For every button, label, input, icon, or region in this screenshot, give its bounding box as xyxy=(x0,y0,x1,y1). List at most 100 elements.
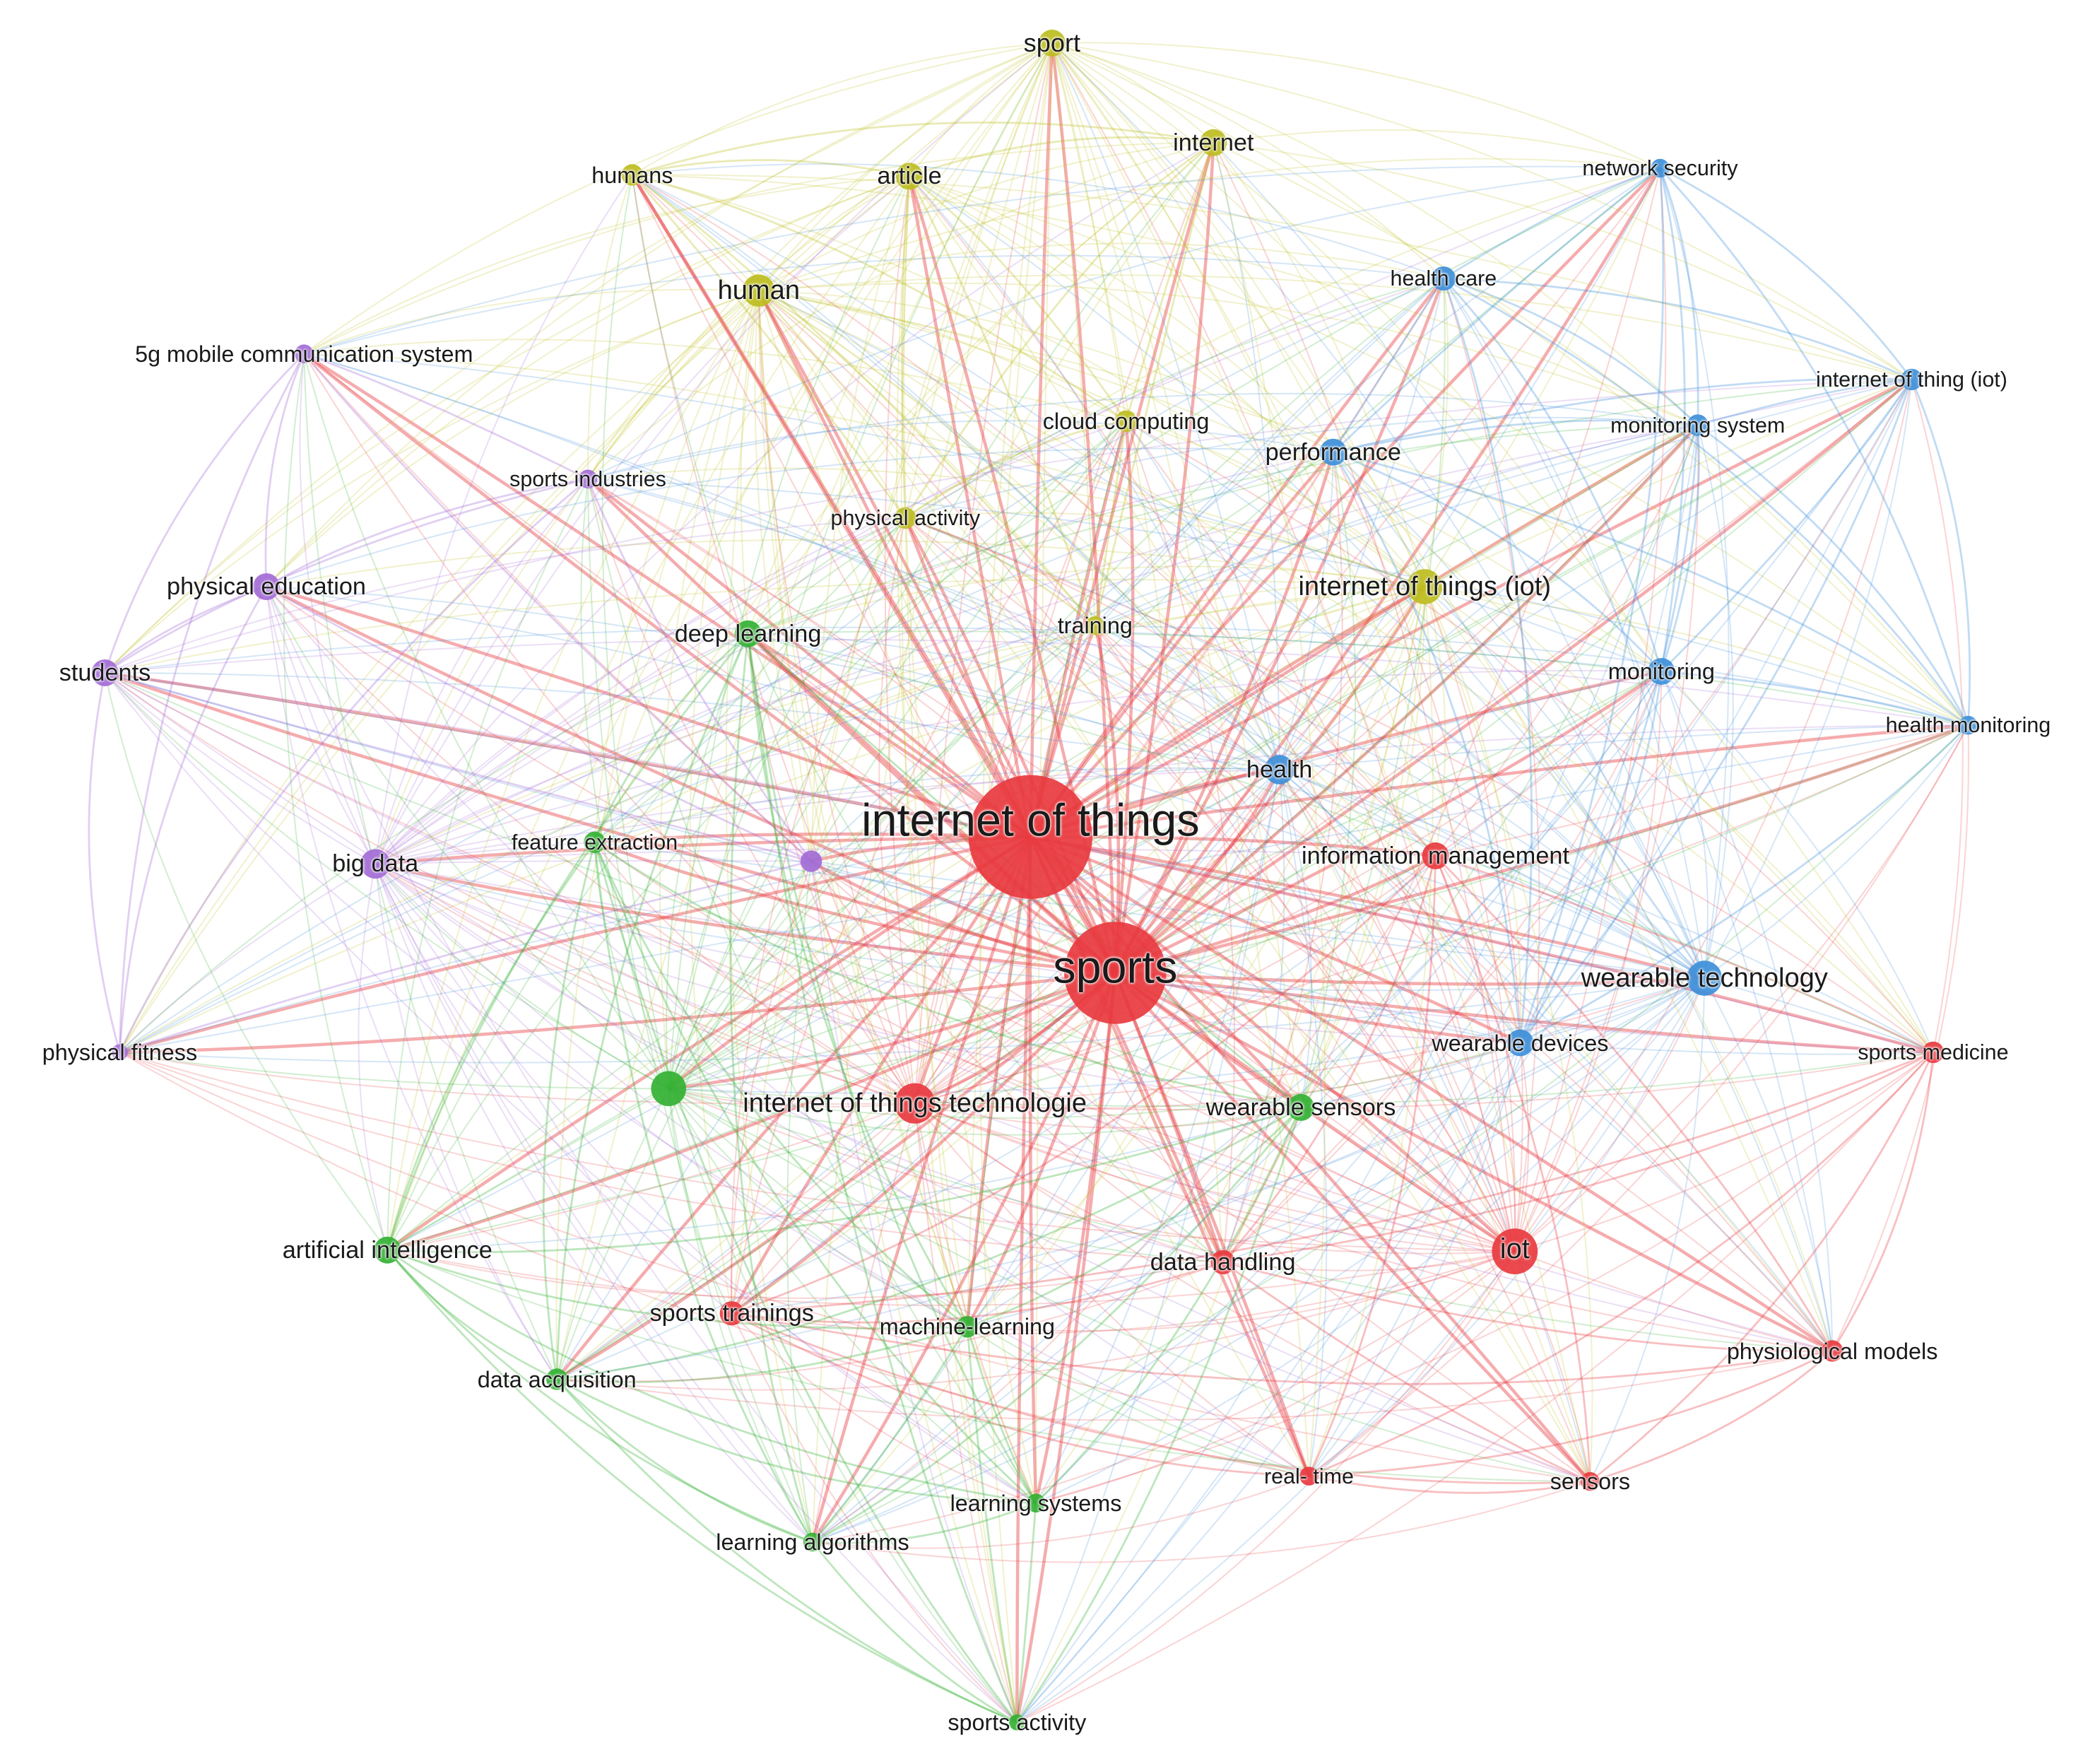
node-label-sports-trainings[interactable]: sports trainings xyxy=(649,1300,814,1327)
node-label-monitoring[interactable]: monitoring xyxy=(1608,658,1715,684)
node-label-wearable-tech[interactable]: wearable technology xyxy=(1581,963,1828,994)
node-cloud-computing[interactable] xyxy=(1115,410,1137,433)
node-deep-learning[interactable] xyxy=(734,620,762,647)
node-wearable-tech[interactable] xyxy=(1687,960,1723,996)
node-label-iot-paren[interactable]: internet of things (iot) xyxy=(1298,572,1552,602)
node-purple-small[interactable] xyxy=(800,850,822,872)
node-training[interactable] xyxy=(1085,616,1105,635)
edge-iot_tech-5g xyxy=(303,353,916,1104)
node-label-humans[interactable]: humans xyxy=(591,162,673,188)
node-label-feature-extraction[interactable]: feature extraction xyxy=(511,830,678,854)
node-label-students[interactable]: students xyxy=(59,659,151,686)
node-label-monitoring-system[interactable]: monitoring system xyxy=(1610,413,1786,437)
node-health[interactable] xyxy=(1264,755,1294,785)
node-wearable-devices[interactable] xyxy=(1506,1029,1534,1057)
node-iot-short[interactable] xyxy=(1492,1228,1538,1274)
node-article[interactable] xyxy=(896,163,923,190)
node-label-iot-iot[interactable]: internet of thing (iot) xyxy=(1816,367,2007,392)
node-label-health-care[interactable]: health care xyxy=(1390,266,1497,290)
node-humans[interactable] xyxy=(621,164,643,186)
node-machine-learning[interactable] xyxy=(956,1316,979,1338)
node-sports-trainings[interactable] xyxy=(719,1301,744,1326)
node-physical-activity[interactable] xyxy=(895,507,916,529)
node-label-sports[interactable]: sports xyxy=(1053,941,1178,993)
edge-wearable_tech-purple_small xyxy=(810,860,1705,980)
node-performance[interactable] xyxy=(1319,438,1347,466)
node-label-health[interactable]: health xyxy=(1246,756,1313,783)
node-learning-systems[interactable] xyxy=(1026,1493,1046,1512)
node-label-internet[interactable]: internet xyxy=(1173,129,1254,156)
node-iot-iot[interactable] xyxy=(1901,368,1923,391)
node-iot-paren[interactable] xyxy=(1407,569,1442,604)
node-sensors[interactable] xyxy=(1581,1471,1600,1491)
node-label-sports-industries[interactable]: sports industries xyxy=(509,466,666,491)
node-sports-industries[interactable] xyxy=(578,469,598,489)
node-label-sports-activity[interactable]: sports activity xyxy=(948,1709,1087,1735)
node-students[interactable] xyxy=(91,659,119,686)
node-label-wearable-devices[interactable]: wearable devices xyxy=(1432,1030,1609,1056)
node-label-sport[interactable]: sport xyxy=(1023,28,1081,57)
node-label-big-data[interactable]: big data xyxy=(332,850,419,878)
node-label-5g[interactable]: 5g mobile communication system xyxy=(135,341,473,367)
node-label-physiological[interactable]: physiological models xyxy=(1726,1338,1938,1364)
node-wearable-sensors[interactable] xyxy=(1287,1093,1315,1121)
node-label-performance[interactable]: performance xyxy=(1265,438,1401,466)
node-label-sports-medicine[interactable]: sports medicine xyxy=(1858,1040,2009,1064)
node-learning-algorithms[interactable] xyxy=(803,1532,822,1552)
node-label-deep-learning[interactable]: deep learning xyxy=(674,620,822,647)
node-feature-extraction[interactable] xyxy=(584,831,606,854)
node-label-article[interactable]: article xyxy=(877,163,942,190)
edge-feature_extraction-network_security xyxy=(594,168,1660,843)
node-monitoring-system[interactable] xyxy=(1687,414,1709,436)
node-internet[interactable] xyxy=(1200,129,1227,156)
node-health-care[interactable] xyxy=(1431,266,1456,291)
node-physiological[interactable] xyxy=(1821,1340,1844,1362)
node-label-real-time[interactable]: real- time xyxy=(1264,1464,1354,1488)
node-sport[interactable] xyxy=(1038,29,1066,57)
node-sports-medicine[interactable] xyxy=(1922,1041,1945,1064)
node-label-learning-systems[interactable]: learning systems xyxy=(950,1490,1122,1516)
node-label-ai[interactable]: artificial intelligence xyxy=(282,1236,492,1264)
node-iot-tech[interactable] xyxy=(895,1083,936,1124)
node-label-physical-activity[interactable]: physical activity xyxy=(830,505,981,530)
edge-iot_paren-health_care xyxy=(1424,278,1449,587)
node-label-physical-education[interactable]: physical education xyxy=(167,572,366,600)
node-label-human[interactable]: human xyxy=(717,276,800,306)
node-label-machine-learning[interactable]: machine-learning xyxy=(879,1314,1056,1340)
node-iot-main[interactable] xyxy=(968,775,1092,899)
node-green-hub[interactable] xyxy=(651,1071,686,1107)
node-label-info-mgmt[interactable]: information management xyxy=(1301,842,1569,869)
node-label-wearable-sensors[interactable]: wearable sensors xyxy=(1205,1093,1396,1121)
node-big-data[interactable] xyxy=(360,849,391,879)
edge-physiological-health_care xyxy=(1443,278,1834,1351)
node-ai[interactable] xyxy=(374,1236,401,1264)
node-label-data-acq[interactable]: data acquisition xyxy=(477,1366,637,1392)
node-human[interactable] xyxy=(743,274,775,307)
node-label-iot-main[interactable]: internet of things xyxy=(861,794,1200,847)
edge-students-physical_fitness xyxy=(88,672,121,1053)
node-real-time[interactable] xyxy=(1299,1467,1319,1486)
node-data-acq[interactable] xyxy=(546,1368,568,1390)
node-sports[interactable] xyxy=(1064,922,1167,1024)
node-physical-fitness[interactable] xyxy=(112,1044,128,1061)
node-label-iot-tech[interactable]: internet of things technologie xyxy=(743,1088,1087,1119)
edge-human-training xyxy=(758,290,1096,626)
node-label-physical-fitness[interactable]: physical fitness xyxy=(42,1039,198,1065)
node-label-learning-algorithms[interactable]: learning algorithms xyxy=(716,1529,909,1555)
node-sports-activity[interactable] xyxy=(1009,1714,1025,1731)
node-label-network-security[interactable]: network security xyxy=(1582,155,1738,180)
node-monitoring[interactable] xyxy=(1648,658,1675,685)
node-label-cloud-computing[interactable]: cloud computing xyxy=(1042,408,1210,434)
node-label-sensors[interactable]: sensors xyxy=(1550,1469,1631,1495)
node-label-data-handling[interactable]: data handling xyxy=(1150,1248,1296,1276)
node-label-training[interactable]: training xyxy=(1057,613,1133,639)
node-data-handling[interactable] xyxy=(1210,1250,1235,1274)
node-physical-education[interactable] xyxy=(253,573,280,601)
node-health-monitoring[interactable] xyxy=(1959,715,1978,735)
node-5g[interactable] xyxy=(295,344,314,363)
node-label-health-monitoring[interactable]: health monitoring xyxy=(1885,712,2051,737)
edge-sports-sport xyxy=(1050,42,1117,973)
node-info-mgmt[interactable] xyxy=(1422,842,1449,869)
node-label-iot-short[interactable]: iot xyxy=(1499,1233,1530,1264)
node-network-security[interactable] xyxy=(1651,158,1670,178)
